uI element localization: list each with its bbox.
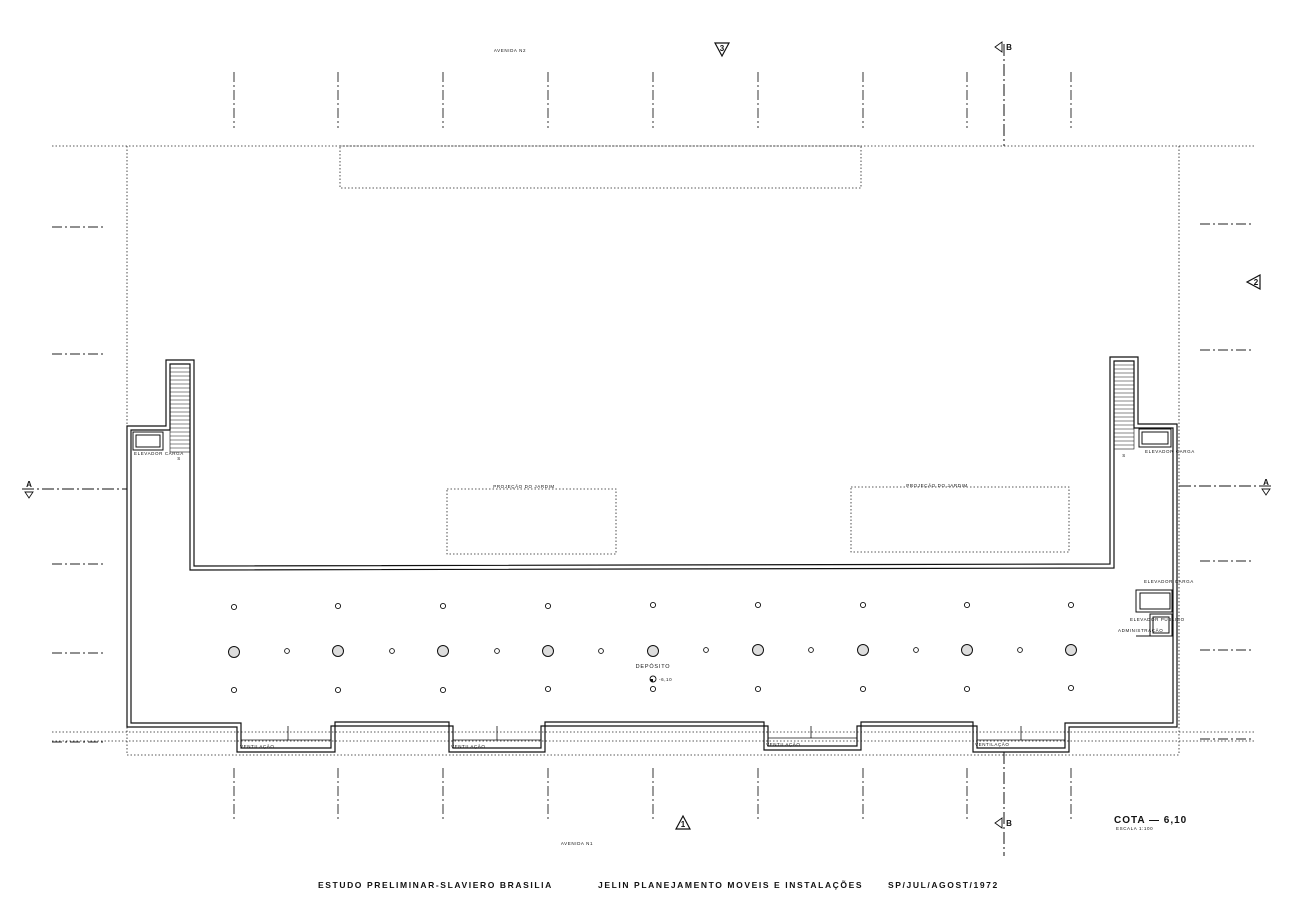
upper-projection-outline xyxy=(339,145,862,189)
project-title: ESTUDO PRELIMINAR-SLAVIERO BRASILIA xyxy=(318,880,553,890)
grid-axes-top xyxy=(233,72,1072,128)
level-title: COTA — 6,10 xyxy=(1114,815,1187,826)
drawing-date: SP/JUL/AGOST/1972 xyxy=(888,880,999,890)
stair-label-right: S xyxy=(1122,453,1126,458)
stair-left xyxy=(169,363,191,453)
garden-label-left: PROJEÇÃO DO JARDIM xyxy=(493,483,555,489)
elevation-marker-right: 2 xyxy=(1245,273,1261,291)
svg-text:A: A xyxy=(1263,478,1269,487)
garden-label-right: PROJEÇÃO DO JARDIM xyxy=(906,482,968,488)
grid-axes-left xyxy=(52,226,104,743)
stair-right xyxy=(1113,360,1135,450)
level-marker-icon xyxy=(649,675,657,683)
stair-label-left: S xyxy=(177,456,181,461)
ventilation-label-1: VENTILAÇÃO xyxy=(240,743,275,749)
ventilation-label-2: VENTILAÇÃO xyxy=(451,743,486,749)
elevator-public-label: ELEVADOR PUBLICO xyxy=(1130,617,1185,622)
section-marker-a-right: A xyxy=(1261,478,1271,496)
svg-text:B: B xyxy=(1006,819,1012,828)
elevation-marker-bottom: 1 xyxy=(674,814,692,830)
administration-label: ADMINISTRAÇÃO xyxy=(1118,627,1163,633)
storage-label: DEPÓSITO xyxy=(636,663,671,670)
ventilation-wells xyxy=(241,726,1065,741)
section-marker-b-bottom: B xyxy=(994,817,1012,829)
elevator-shafts xyxy=(132,428,1173,637)
scale-label: ESCALA 1:100 xyxy=(1116,826,1153,831)
building-walls xyxy=(126,356,1178,753)
grid-axes-bottom xyxy=(233,768,1072,822)
elevator-cargo-label-right-2: ELEVADOR CARGA xyxy=(1144,579,1194,584)
garden-projection-right xyxy=(850,486,1070,553)
elevator-cargo-label-left: ELEVADOR CARGA xyxy=(134,451,184,456)
grid-axes-right xyxy=(1200,223,1254,740)
column-row-middle xyxy=(228,644,1077,658)
elevator-cargo-label-right: ELEVADOR CARGA xyxy=(1145,449,1195,454)
ventilation-label-4: VENTILAÇÃO xyxy=(975,741,1010,747)
section-marker-b-top: B xyxy=(994,41,1012,53)
street-label-top: AVENIDA N2 xyxy=(494,48,526,53)
elevation-marker-top: 3 xyxy=(713,42,731,58)
company-name: JELIN PLANEJAMENTO MOVEIS E INSTALAÇÕES xyxy=(598,880,863,890)
section-line-a xyxy=(22,485,1272,490)
column-row-lower xyxy=(230,684,1075,694)
svg-text:2: 2 xyxy=(1254,278,1259,287)
svg-text:1: 1 xyxy=(681,820,686,829)
svg-text:A: A xyxy=(26,480,32,489)
column-row-middle-small xyxy=(284,647,1023,654)
column-row-upper xyxy=(230,601,1075,611)
level-mark-label: -6,10 xyxy=(659,677,672,682)
street-label-bottom: AVENIDA N1 xyxy=(561,841,593,846)
section-marker-a-left: A xyxy=(24,480,34,499)
ventilation-label-3: VENTILAÇÃO xyxy=(766,741,801,747)
svg-text:3: 3 xyxy=(720,44,725,53)
garden-projection-left xyxy=(446,488,617,555)
svg-text:B: B xyxy=(1006,43,1012,52)
